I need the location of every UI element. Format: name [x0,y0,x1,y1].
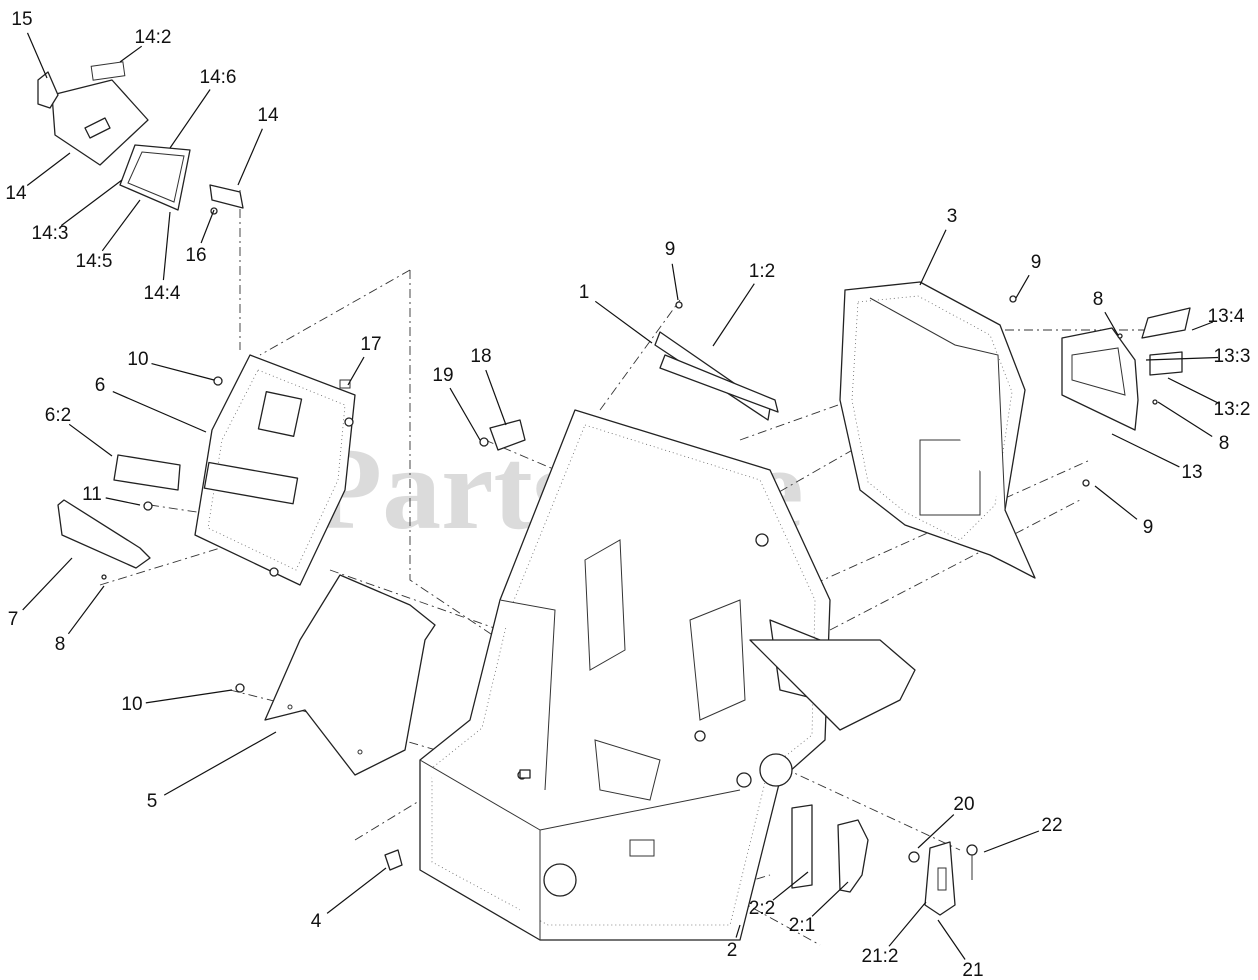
part-18-bracket [479,419,526,451]
callout-label-2-2: 2:2 [749,898,775,919]
callout-label-1: 1 [579,282,590,303]
part-2-21-brackets [791,804,978,916]
leader-line-13-2 [1167,377,1220,405]
leader-line-1-2 [712,283,755,347]
leader-line-1 [594,300,653,344]
callout-label-10: 10 [121,694,142,715]
leader-line-11 [105,497,141,506]
callout-label-4: 4 [311,911,322,932]
leader-line-19 [449,387,481,441]
callout-label-21-2: 21:2 [862,946,899,967]
callout-label-14-3: 14:3 [32,223,69,244]
callout-label-13-3: 13:3 [1214,346,1251,367]
callout-label-15: 15 [11,9,32,30]
callout-label-11: 11 [82,484,102,505]
leader-line-17 [347,356,365,386]
callout-label-5: 5 [147,791,158,812]
leader-line-3 [919,229,947,286]
leader-line-18 [485,369,507,426]
callout-label-1-2: 1:2 [749,261,775,282]
callout-label-3: 3 [947,206,958,227]
part-5-panel [235,574,436,871]
callout-label-14: 14 [5,183,27,204]
callout-label-20: 20 [953,794,974,815]
callout-labels: 1514:214:6141414:314:514:416101766:21178… [5,9,1250,980]
leader-line-14-5 [101,199,141,252]
leader-line-2 [735,924,741,938]
leader-line-14-4 [162,211,171,281]
leader-line-10 [151,363,215,381]
leader-line-20 [917,814,955,849]
leader-line-2-1 [811,881,849,917]
part-13-plate [1061,307,1191,431]
leader-line-2-2 [772,871,809,901]
leader-line-8 [67,585,105,635]
callout-label-18: 18 [470,346,491,367]
callout-label-13-2: 13:2 [1214,399,1251,420]
leader-line-9 [1094,485,1138,520]
part-14-cover-assembly [37,61,244,215]
callout-label-6: 6 [95,375,106,396]
leader-line-5 [163,731,277,796]
callout-label-9: 9 [1143,517,1154,538]
callout-label-13-4: 13:4 [1208,306,1245,327]
callout-label-7: 7 [8,609,19,630]
leader-line-14-6 [169,89,211,149]
callout-label-17: 17 [360,334,381,355]
callout-label-10: 10 [127,349,148,370]
leader-line-14 [26,152,71,186]
callout-label-2-1: 2:1 [789,915,815,936]
leader-line-8 [1104,311,1119,336]
leader-line-14-2 [119,45,143,63]
callout-label-14-2: 14:2 [135,27,172,48]
callout-label-19: 19 [432,365,453,386]
leader-line-16 [200,209,215,244]
leader-line-4 [326,867,387,914]
callout-label-8: 8 [1219,433,1230,454]
callout-label-14-6: 14:6 [200,67,237,88]
callout-label-9: 9 [665,239,676,260]
callout-label-13: 13 [1181,462,1202,483]
callout-label-9: 9 [1031,252,1042,273]
callout-label-2: 2 [727,940,738,961]
part-6-console [57,354,356,586]
leader-line-6 [112,391,207,433]
leader-line-14-3 [60,179,123,227]
leader-line-9 [1015,274,1030,299]
leader-line-13-3 [1145,356,1219,361]
callout-label-16: 16 [185,245,206,266]
callout-label-8: 8 [55,634,66,655]
part-3-shroud [839,281,1090,579]
leader-line-14 [237,128,263,186]
leader-line-13 [1111,433,1180,468]
callout-leaders [22,32,1220,960]
leader-line-8 [1157,401,1213,438]
main-frame [419,409,916,941]
callout-label-8: 8 [1093,289,1104,310]
callout-label-14-5: 14:5 [76,251,113,272]
callout-label-14: 14 [257,105,279,126]
callout-label-21: 21 [962,960,983,980]
leader-line-10 [145,689,233,704]
part-1-wiper [654,301,779,421]
leader-line-15 [26,32,48,79]
callout-label-22: 22 [1041,815,1062,836]
leader-line-21 [937,919,966,960]
leader-line-6-2 [68,423,113,457]
callout-label-14-4: 14:4 [144,283,181,304]
leader-line-9 [671,263,679,301]
leader-line-7 [22,557,73,611]
leader-line-21-2 [888,901,927,947]
leader-line-22 [983,830,1040,853]
callout-label-6-2: 6:2 [45,405,71,426]
leader-line-13-4 [1191,321,1214,331]
